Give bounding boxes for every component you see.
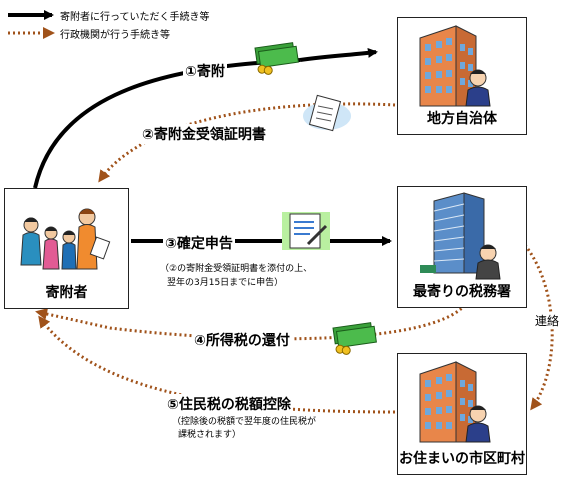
municipality-box: お住まいの市区町村 (397, 353, 527, 475)
municipal-hall-icon (419, 361, 491, 443)
liaison-label: 連絡 (535, 312, 560, 329)
municipality-label: お住まいの市区町村 (399, 451, 525, 467)
local-gov-label: 地方自治体 (427, 111, 497, 127)
step3-note-line2: 翌年の3月15日までに申告） (167, 278, 284, 288)
legend-dotted-label: 行政機関が行う手続き等 (60, 30, 170, 41)
step5-label: ⑤住民税の税額控除 (165, 394, 293, 414)
city-hall-icon (419, 25, 491, 107)
step5-note-line2: 課税されます） (178, 430, 242, 440)
donor-box: 寄附者 (4, 188, 129, 309)
arrow-liaison (523, 244, 554, 411)
arrow-certificate (98, 102, 396, 183)
donor-label: 寄附者 (45, 285, 88, 301)
tax-office-building-icon (420, 192, 501, 280)
family-icon (20, 208, 111, 270)
step4-label: ④所得税の還付 (192, 330, 292, 350)
step2-label: ②寄附金受領証明書 (140, 124, 268, 144)
legend-solid-label: 寄附者に行っていただく手続き等 (60, 12, 210, 23)
arrow-donation (33, 58, 301, 189)
step3-note-line1: （②の寄附金受領証明書を添付の上、 (160, 264, 313, 274)
step1-label: ①寄附 (183, 61, 227, 81)
step3-label: ③確定申告 (163, 233, 235, 253)
tax-office-box: 最寄りの税務署 (397, 186, 527, 308)
step5-note-line1: （控除後の税額で翌年度の住民税が (172, 417, 317, 427)
local-gov-box: 地方自治体 (397, 17, 527, 135)
tax-office-label: 最寄りの税務署 (413, 284, 511, 300)
